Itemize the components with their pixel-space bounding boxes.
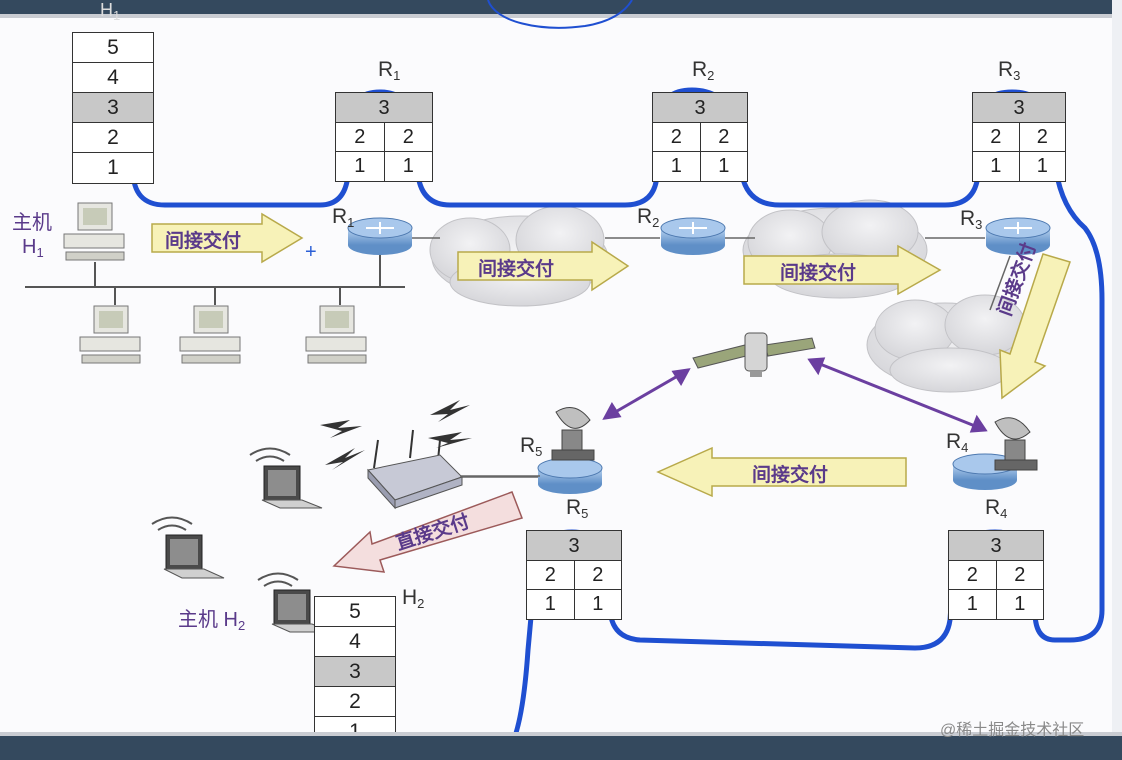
r5-device-label: R5 <box>520 434 543 459</box>
h1-protocol-stack: 5 4 3 2 1 <box>72 32 154 184</box>
r2-layer-2-left: 2 <box>653 123 701 151</box>
satellite-links <box>602 357 988 433</box>
ink-mark-top <box>487 0 633 29</box>
h1-stack-title: H1 <box>100 0 121 23</box>
r4-layer-1-right: 1 <box>1014 593 1026 615</box>
r2-stack-title: R2 <box>692 58 715 83</box>
h2-layer-1: 1 <box>315 717 395 747</box>
route-path <box>130 43 1105 758</box>
laptop-2-icon <box>151 516 225 579</box>
r4-layer-3: 3 <box>949 531 1043 561</box>
r1-layer-2-right: 2 <box>402 126 414 148</box>
r1-device-label: R1 <box>332 205 355 230</box>
wireless-access-point-icon <box>367 429 463 510</box>
r1-layer-1-left: 1 <box>336 152 385 181</box>
satellite-dish-r5-icon <box>551 407 595 461</box>
indirect-label-2: 间接交付 <box>478 259 555 280</box>
r2-layer-2-right: 2 <box>718 126 730 148</box>
plus-sign: + <box>305 241 317 263</box>
r2-layer-1-right: 1 <box>718 155 730 177</box>
h1-layer-4: 4 <box>73 63 153 93</box>
watermark: @稀土掘金技术社区 <box>940 722 1085 739</box>
r1-stack-title: R1 <box>378 58 401 83</box>
r5-layer-2-left: 2 <box>527 561 575 589</box>
r3-stack-title: R3 <box>998 58 1021 83</box>
r3-layer-1-right: 1 <box>1036 155 1048 177</box>
indirect-label-3: 间接交付 <box>780 263 857 284</box>
h1-caption-line1: 主机 <box>12 212 52 234</box>
indirect-label-1: 间接交付 <box>165 231 242 252</box>
bottom-frame-bar <box>0 732 1122 760</box>
h2-layer-2: 2 <box>315 687 395 717</box>
r2-layer-3: 3 <box>653 93 747 123</box>
r1-layer-3: 3 <box>336 93 432 123</box>
r1-layer-1-right: 1 <box>402 155 414 177</box>
computer-h1-icon <box>63 202 125 261</box>
r5-layer-3: 3 <box>527 531 621 561</box>
r3-layer-3: 3 <box>973 93 1065 123</box>
h2-caption: 主机 H2 <box>178 609 246 633</box>
satellite-dish-r4-icon <box>994 417 1038 471</box>
indirect-arrow-5 <box>656 446 907 498</box>
r3-layer-2-right: 2 <box>1036 126 1048 148</box>
r4-device-label: R4 <box>946 430 969 455</box>
h2-protocol-stack: 5 4 3 2 1 <box>314 596 396 748</box>
r4-layer-2-right: 2 <box>1014 564 1026 586</box>
laptop-1-icon <box>249 447 323 509</box>
router-r1-icon <box>347 217 413 255</box>
r5-layer-1-left: 1 <box>527 590 575 619</box>
wireless-signal-bolts-icon <box>320 400 472 470</box>
h2-layer-3: 3 <box>315 657 395 687</box>
h1-layer-5: 5 <box>73 33 153 63</box>
router-r2-icon <box>660 217 726 255</box>
r3-layer-2-left: 2 <box>973 123 1020 151</box>
cloud-3 <box>866 294 1026 393</box>
lan-bus <box>25 255 405 305</box>
right-edge <box>1112 0 1122 760</box>
indirect-arrow-4 <box>999 253 1071 400</box>
top-frame-bar <box>0 0 1122 18</box>
indirect-arrow-1 <box>151 212 304 264</box>
r3-device-label: R3 <box>960 207 983 232</box>
r2-layer-1-left: 1 <box>653 152 701 181</box>
h2-layer-4: 4 <box>315 627 395 657</box>
r5-stack-title: R5 <box>566 496 589 521</box>
h1-caption-line2: H1 <box>22 236 44 260</box>
direct-arrow <box>332 491 523 573</box>
r5-layer-2-right: 2 <box>592 564 604 586</box>
satellite-icon <box>692 332 816 377</box>
indirect-arrow-2 <box>457 240 630 292</box>
router-r4-icon <box>952 453 1018 490</box>
r4-layer-1-left: 1 <box>949 590 997 619</box>
r5-layer-1-right: 1 <box>592 593 604 615</box>
computer-lan-3-icon <box>305 305 367 364</box>
h1-layer-1: 1 <box>107 156 119 179</box>
indirect-label-5: 间接交付 <box>752 465 829 486</box>
r3-layer-1-left: 1 <box>973 152 1020 181</box>
h2-stack-title: H2 <box>402 586 425 611</box>
router-links <box>410 237 1011 478</box>
indirect-arrow-3 <box>743 244 942 296</box>
router-r3-icon <box>985 217 1051 255</box>
r2-device-label: R2 <box>637 205 660 230</box>
computer-lan-1-icon <box>79 305 141 364</box>
r1-layer-2-left: 2 <box>336 123 385 151</box>
r4-stack-title: R4 <box>985 496 1008 521</box>
h1-layer-3: 3 <box>73 93 153 123</box>
computer-lan-2-icon <box>179 305 241 364</box>
router-r5-icon <box>537 457 603 494</box>
h2-layer-5: 5 <box>315 597 395 627</box>
h1-layer-2: 2 <box>73 123 153 153</box>
r4-layer-2-left: 2 <box>949 561 997 589</box>
